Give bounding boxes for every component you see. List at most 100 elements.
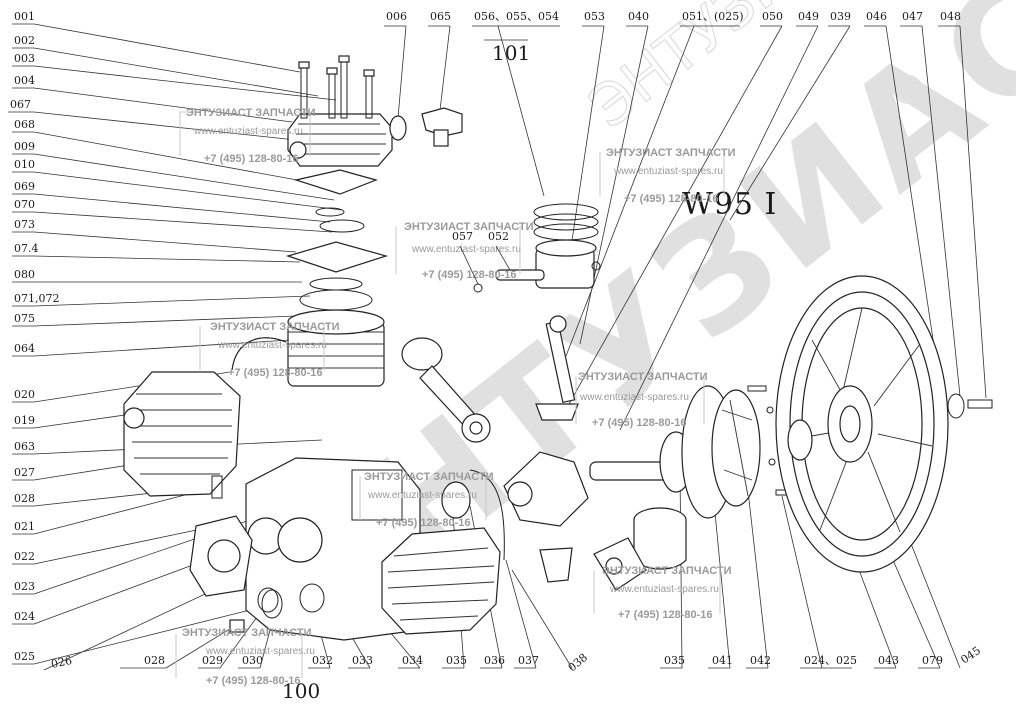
svg-text:+7 (495) 128-80-16: +7 (495) 128-80-16: [422, 269, 516, 281]
label-053: 053: [584, 10, 605, 23]
model-title: W95 I: [682, 187, 777, 222]
label-027: 027: [14, 466, 35, 479]
small-fittings-bottom: [229, 589, 283, 633]
svg-text:www.entuziast-spares.ru: www.entuziast-spares.ru: [411, 244, 521, 255]
label-068: 068: [14, 118, 35, 131]
svg-text:ЭНТУЗИАСТ ЗАПЧАСТИ: ЭНТУЗИАСТ ЗАПЧАСТИ: [210, 321, 340, 333]
label-052: 052: [488, 230, 509, 243]
watermark-box-3: ЭНТУЗИАСТ ЗАПЧАСТИ www.entuziast-spares.…: [395, 221, 534, 281]
group-label-101: 101: [492, 41, 530, 65]
label-040: 040: [628, 10, 649, 23]
label-071-072: 071,072: [14, 292, 60, 305]
label-043: 043: [878, 654, 899, 667]
svg-text:+7 (495) 128-80-16: +7 (495) 128-80-16: [624, 193, 718, 205]
svg-text:+7 (495) 128-80-16: +7 (495) 128-80-16: [376, 517, 470, 529]
label-046: 046: [866, 10, 887, 23]
svg-text:www.entuziast-spares.ru: www.entuziast-spares.ru: [217, 340, 327, 351]
right-cylinder: [381, 469, 505, 635]
svg-text:ЭНТУЗИАСТ ЗАПЧАСТИ: ЭНТУЗИАСТ ЗАПЧАСТИ: [404, 221, 534, 233]
rear-bearing-cover: [659, 385, 761, 519]
svg-text:ЭНТУЗИАСТ ЗАПЧАСТИ: ЭНТУЗИАСТ ЗАПЧАСТИ: [606, 147, 736, 159]
svg-text:ЭНТУЗИАСТ ЗАПЧАСТИ: ЭНТУЗИАСТ ЗАПЧАСТИ: [182, 627, 312, 639]
label-029: 029: [202, 654, 223, 667]
piston-rings-and-piston: [473, 203, 601, 293]
label-065: 065: [430, 10, 451, 23]
label-023: 023: [14, 580, 35, 593]
label-047: 047: [902, 10, 923, 23]
label-080: 080: [14, 268, 35, 281]
elbow-fitting: [389, 107, 463, 147]
label-045: 045: [958, 644, 983, 667]
svg-text:www.entuziast-spares.ru: www.entuziast-spares.ru: [193, 126, 303, 137]
valve-plate-stack: [285, 169, 389, 311]
label-024-025-bottom: 024、025: [804, 654, 857, 667]
watermark-box-7: ЭНТУЗИАСТ ЗАПЧАСТИ www.entuziast-spares.…: [593, 565, 732, 621]
label-006: 006: [386, 10, 407, 23]
svg-text:www.entuziast-spares.ru: www.entuziast-spares.ru: [367, 490, 477, 501]
piston-rod: [401, 337, 491, 443]
label-042: 042: [750, 654, 771, 667]
label-034: 034: [402, 654, 423, 667]
label-073: 073: [14, 218, 35, 231]
label-063: 063: [14, 440, 35, 453]
svg-text:ЭНТУЗИАСТ ЗАПЧАСТИ: ЭНТУЗИАСТ ЗАПЧАСТИ: [602, 565, 732, 577]
svg-text:+7 (495) 128-80-16: +7 (495) 128-80-16: [204, 153, 298, 165]
label-021: 021: [14, 520, 35, 533]
svg-text:+7 (495) 128-80-16: +7 (495) 128-80-16: [206, 675, 300, 687]
svg-text:www.entuziast-spares.ru: www.entuziast-spares.ru: [609, 584, 719, 595]
label-019: 019: [14, 414, 35, 427]
label-037: 037: [518, 654, 539, 667]
label-025-left: 025: [14, 650, 35, 663]
svg-text:ЭНТУЗИАСТ ЗАПЧАСТИ: ЭНТУЗИАСТ ЗАПЧАСТИ: [578, 371, 708, 383]
label-020: 020: [14, 388, 35, 401]
left-cylinder-head: [123, 371, 241, 497]
left-label-column: 001 002 003 004 067 068 009 010 069 070 …: [10, 10, 60, 663]
label-032: 032: [312, 654, 333, 667]
svg-text:+7 (495) 128-80-16: +7 (495) 128-80-16: [592, 417, 686, 429]
svg-text:www.entuziast-spares.ru: www.entuziast-spares.ru: [205, 646, 315, 657]
label-038: 038: [566, 651, 590, 674]
svg-text:+7 (495) 128-80-16: +7 (495) 128-80-16: [228, 367, 322, 379]
label-056-055-054: 056、055、054: [474, 10, 559, 23]
rear-piston-assembly: [593, 507, 687, 591]
label-074: 07.4: [14, 242, 39, 255]
watermark-box-8: ЭНТУЗИАСТ ЗАПЧАСТИ www.entuziast-spares.…: [175, 627, 315, 687]
label-022: 022: [14, 550, 35, 563]
connecting-rod-2: [535, 315, 579, 421]
label-009: 009: [14, 140, 35, 153]
registered-mark: ®: [888, 68, 928, 114]
svg-text:ЭНТУЗИАСТ ЗАПЧАСТИ: ЭНТУЗИАСТ ЗАПЧАСТИ: [364, 471, 494, 483]
head-bolts: [298, 55, 375, 119]
top-label-row: 006 065 056、055、054 053 040 051、(025) 05…: [386, 10, 961, 23]
label-010: 010: [14, 158, 35, 171]
front-cover: [189, 475, 253, 597]
svg-text:+7 (495) 128-80-16: +7 (495) 128-80-16: [618, 609, 712, 621]
crankcase: [245, 457, 421, 641]
label-064: 064: [14, 342, 35, 355]
top-leader-lines: [384, 25, 987, 431]
label-051-025: 051、(025): [682, 10, 744, 23]
label-003: 003: [14, 52, 35, 65]
label-075: 075: [14, 312, 35, 325]
flywheel: [775, 275, 993, 573]
label-028-left: 028: [14, 492, 35, 505]
label-067: 067: [10, 98, 31, 111]
group-label-100: 100: [282, 679, 320, 703]
label-026: 026: [50, 654, 73, 671]
label-079: 079: [922, 654, 943, 667]
cylinder-top: [287, 309, 385, 387]
svg-text:www.entuziast-spares.ru: www.entuziast-spares.ru: [579, 392, 689, 403]
watermark-box-6: ЭНТУЗИАСТ ЗАПЧАСТИ www.entuziast-spares.…: [359, 471, 494, 529]
label-070: 070: [14, 198, 35, 211]
label-035-a: 035: [446, 654, 467, 667]
label-004: 004: [14, 74, 35, 87]
left-leader-lines: [8, 23, 343, 665]
watermark-box-5: ЭНТУЗИАСТ ЗАПЧАСТИ www.entuziast-spares.…: [575, 371, 708, 429]
label-048: 048: [940, 10, 961, 23]
svg-text:www.entuziast-spares.ru: www.entuziast-spares.ru: [613, 166, 723, 177]
bottom-label-row: 026 028 029 030 032 033 034 035 036 037 …: [50, 644, 983, 674]
label-024-left: 024: [14, 610, 35, 623]
cylinder-head-top: [287, 55, 393, 167]
